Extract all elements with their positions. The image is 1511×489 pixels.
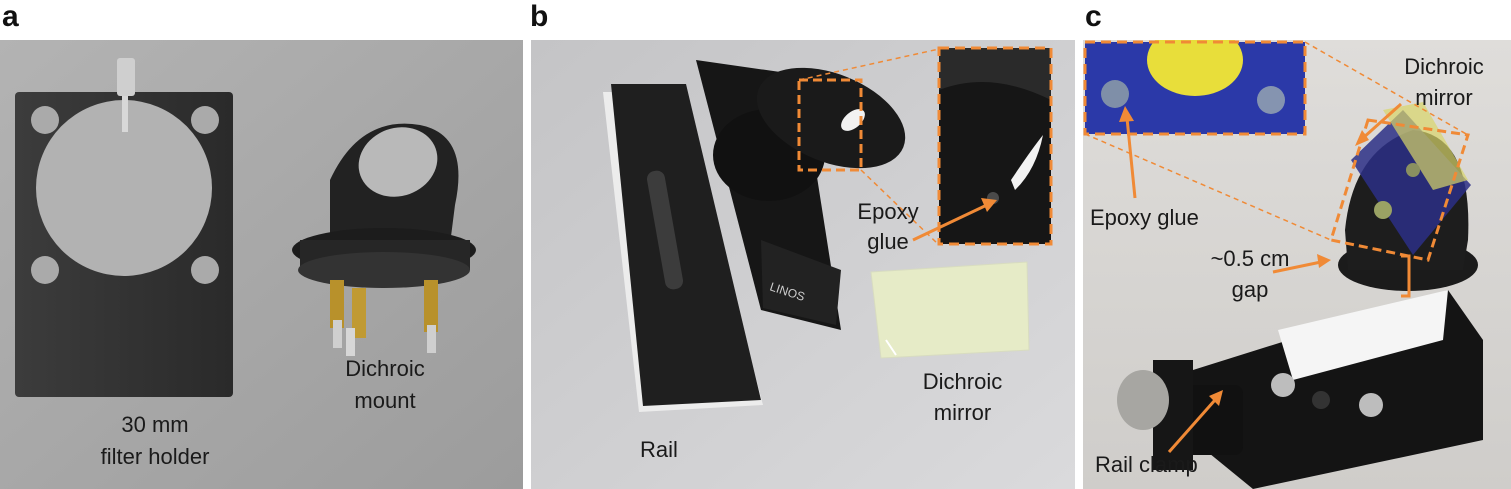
filter-holder <box>15 58 233 397</box>
mirror-arrow-c <box>1361 102 1403 140</box>
gap-arrow-c <box>1272 260 1322 274</box>
label-filter-holder-line1: 30 mm <box>121 412 189 437</box>
zoom-inset <box>937 46 1053 246</box>
panel-letter-c: c <box>1085 0 1102 33</box>
epoxy-arrow-c <box>1125 117 1137 199</box>
epoxy-arrow <box>912 202 990 242</box>
label-gap-line1: ~0.5 cm <box>1210 246 1290 271</box>
zoom-source-box-c <box>1329 118 1470 262</box>
label-rail: Rail <box>640 437 678 462</box>
dichroic-mirror-glass <box>870 261 1030 359</box>
label-dichroic-mirror-c-line1: Dichroic <box>1404 54 1484 79</box>
gap-bracket <box>1401 254 1411 298</box>
label-epoxy-line1: Epoxy <box>857 199 919 224</box>
rail <box>603 84 763 412</box>
label-filter-holder-line2: filter holder <box>100 444 210 469</box>
zoom-source-box <box>797 78 863 172</box>
panel-b-photo: LINOS <box>531 40 1075 489</box>
panel-b-illustration: LINOS <box>531 40 1075 489</box>
mount-block: LINOS <box>696 60 906 330</box>
panel-c-illustration <box>1083 40 1511 489</box>
panel-a-photo <box>0 40 523 489</box>
panel-a-illustration <box>0 40 523 489</box>
label-epoxy-line2: glue <box>867 229 909 254</box>
rail-clamp-arrow <box>1167 399 1217 453</box>
label-dichroic-mount-line1: Dichroic <box>345 356 425 381</box>
label-dichroic-mount-line2: mount <box>354 388 416 413</box>
dichroic-mount <box>292 123 476 356</box>
label-dichroic-mirror-b-line1: Dichroic <box>922 369 1003 394</box>
panel-c-photo <box>1083 40 1511 489</box>
label-dichroic-mirror-b-line2: mirror <box>933 400 992 425</box>
label-epoxy-glue-c: Epoxy glue <box>1090 205 1199 230</box>
zoom-inset-c <box>1083 40 1307 136</box>
label-gap-line2: gap <box>1231 277 1269 302</box>
panel-letter-a: a <box>2 0 19 33</box>
label-rail-clamp: Rail clamp <box>1095 452 1198 477</box>
label-dichroic-mirror-c-line2: mirror <box>1415 85 1473 110</box>
panel-letter-b: b <box>530 0 549 33</box>
mount-assembly <box>1117 102 1483 489</box>
